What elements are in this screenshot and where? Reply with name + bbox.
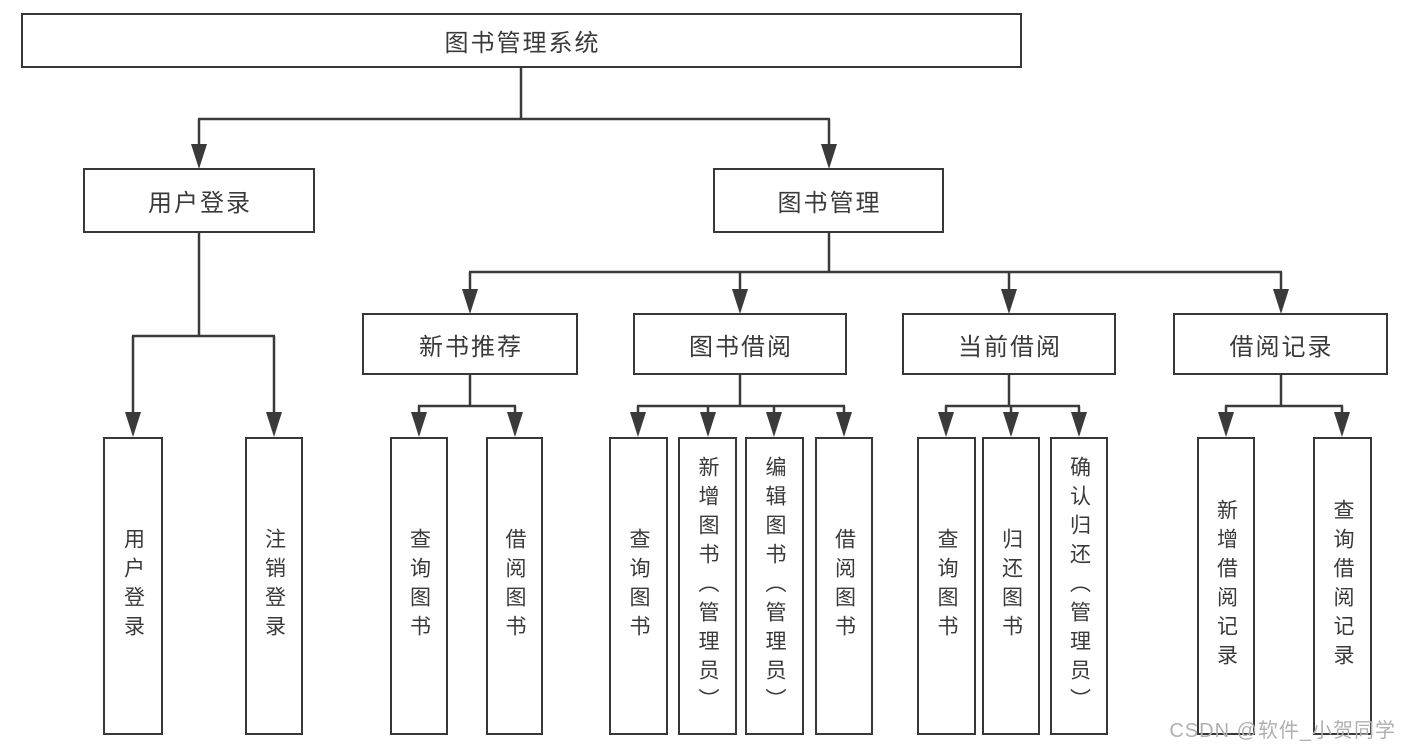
- node-leaf-query-books-current: 查询图书: [917, 437, 976, 735]
- node-library-management-system: 图书管理系统: [21, 13, 1022, 68]
- node-new-book-recommendation: 新书推荐: [362, 313, 578, 375]
- node-leaf-add-borrow-record: 新增借阅记录: [1197, 437, 1255, 735]
- node-leaf-user-login: 用户登录: [103, 437, 163, 735]
- node-leaf-query-borrow-record: 查询借阅记录: [1313, 437, 1372, 735]
- node-leaf-confirm-return-admin: 确认归还（管理员）: [1050, 437, 1108, 735]
- node-borrowing-records: 借阅记录: [1173, 313, 1388, 375]
- node-leaf-logout: 注销登录: [245, 437, 303, 735]
- node-leaf-borrow-books-recommend: 借阅图书: [486, 437, 543, 735]
- node-leaf-borrow-books: 借阅图书: [815, 437, 873, 735]
- node-user-login-branch: 用户登录: [83, 168, 315, 233]
- csdn-watermark: CSDN @软件_小贺同学: [1169, 720, 1396, 742]
- node-book-management-branch: 图书管理: [713, 168, 944, 233]
- node-leaf-return-books: 归还图书: [982, 437, 1040, 735]
- node-leaf-query-books-borrowing: 查询图书: [609, 437, 668, 735]
- node-leaf-add-books-admin: 新增图书（管理员）: [678, 437, 737, 735]
- node-leaf-query-books-recommend: 查询图书: [390, 437, 448, 735]
- node-book-borrowing: 图书借阅: [633, 313, 847, 375]
- node-leaf-edit-books-admin: 编辑图书（管理员）: [745, 437, 804, 735]
- node-current-borrowing: 当前借阅: [902, 313, 1116, 375]
